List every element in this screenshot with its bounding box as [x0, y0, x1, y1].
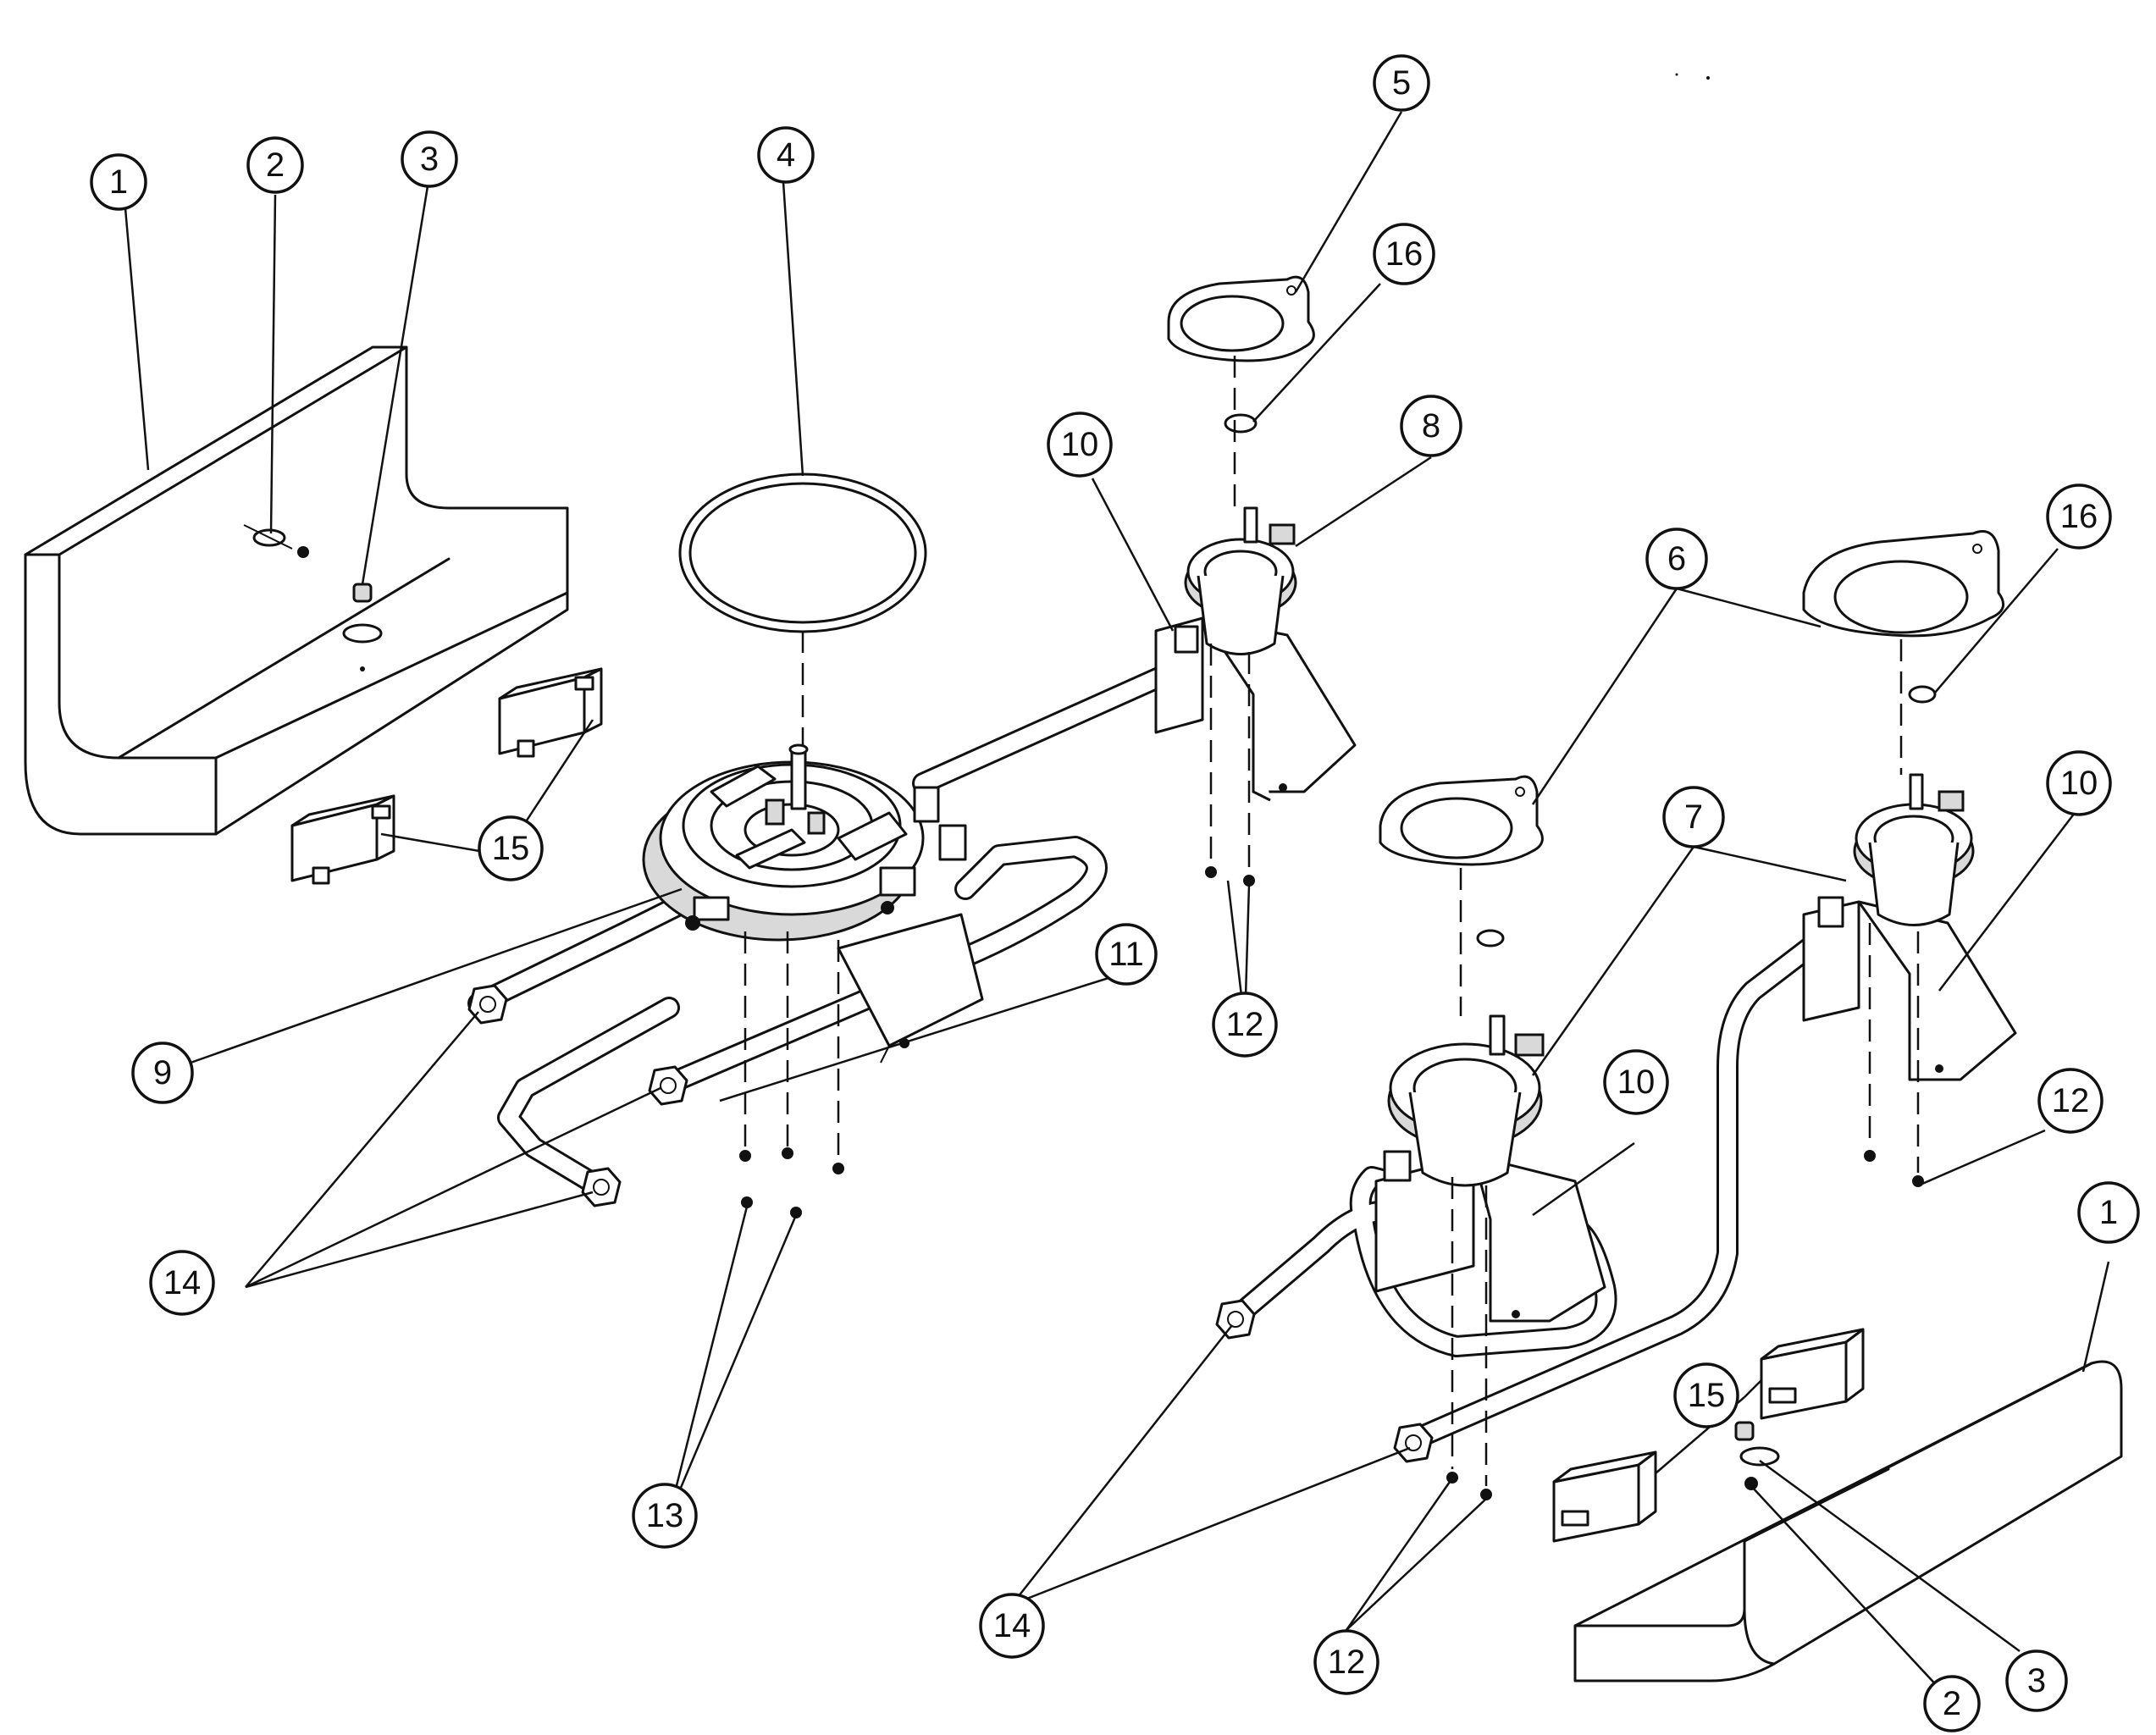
svg-text:1: 1	[2099, 1194, 2118, 1231]
nut-3	[648, 1065, 688, 1106]
callout-16-right: 16	[2046, 483, 2112, 550]
control-panel-left	[24, 345, 569, 836]
callout-7: 7	[1662, 786, 1725, 848]
svg-text:10: 10	[1061, 426, 1099, 463]
rear-far-right-burner-assembly	[1802, 773, 2017, 1081]
igniter-module-lower-left	[290, 794, 395, 885]
o-ring-far-right	[1908, 685, 1937, 704]
igniter-module-upper-right	[1760, 1328, 1865, 1420]
callout-3-right: 3	[2005, 1649, 2068, 1712]
gasket-far-right	[1802, 530, 2005, 638]
callout-6: 6	[1645, 528, 1708, 590]
gasket-front-right	[1379, 775, 1544, 866]
callout-12-upper: 12	[1212, 992, 1278, 1058]
callout-2-left: 2	[246, 136, 304, 194]
rear-right-burner-assembly	[1154, 506, 1357, 802]
svg-text:4: 4	[777, 136, 795, 174]
svg-text:8: 8	[1422, 407, 1440, 445]
callout-5: 5	[1373, 54, 1430, 112]
nut-4	[1215, 1299, 1256, 1340]
gasket-rear-right	[1167, 275, 1315, 362]
callout-14-right: 14	[979, 1593, 1045, 1659]
svg-text:5: 5	[1392, 64, 1411, 102]
svg-text:16: 16	[2060, 498, 2098, 535]
svg-text:3: 3	[2027, 1662, 2046, 1699]
screws	[739, 866, 1924, 1500]
callout-13: 13	[632, 1483, 698, 1549]
callout-16-upper: 16	[1373, 223, 1435, 285]
svg-text:1: 1	[109, 163, 128, 201]
igniter-module-lower-right	[1552, 1450, 1657, 1543]
svg-text:2: 2	[266, 146, 285, 184]
front-right-burner-assembly	[1374, 1014, 1606, 1323]
svg-text:10: 10	[1617, 1064, 1656, 1101]
svg-text:9: 9	[153, 1054, 172, 1091]
callout-11: 11	[1095, 923, 1158, 986]
svg-text:15: 15	[1688, 1377, 1726, 1414]
callout-12-lower: 12	[1313, 1629, 1379, 1695]
svg-text:16: 16	[1385, 235, 1424, 273]
o-ring-rear-right	[1224, 413, 1258, 434]
svg-text:6: 6	[1667, 540, 1686, 577]
callout-10-upper: 10	[1047, 412, 1113, 478]
callout-9: 9	[131, 1042, 194, 1104]
assembly-centerlines	[744, 356, 1920, 1486]
callout-14-left: 14	[149, 1250, 215, 1316]
callout-1-right: 1	[2077, 1181, 2140, 1244]
svg-text:12: 12	[2052, 1082, 2090, 1119]
svg-text:12: 12	[1226, 1006, 1264, 1043]
callout-15-right: 15	[1673, 1362, 1739, 1428]
callout-10-front: 10	[1603, 1049, 1669, 1115]
svg-text:12: 12	[1328, 1644, 1366, 1681]
callout-1-left: 1	[90, 153, 147, 211]
svg-text:10: 10	[2060, 765, 2098, 802]
callout-8: 8	[1400, 395, 1462, 457]
svg-text:3: 3	[420, 141, 439, 178]
callout-3-left: 3	[401, 130, 458, 188]
nut-5	[1393, 1423, 1434, 1463]
svg-text:2: 2	[1943, 1685, 1961, 1722]
o-ring-front-right	[1476, 929, 1505, 948]
svg-text:14: 14	[993, 1607, 1031, 1644]
svg-text:15: 15	[492, 830, 530, 867]
igniter-module-upper-left	[498, 667, 603, 758]
svg-text:7: 7	[1684, 798, 1703, 836]
callout-10-right: 10	[2046, 750, 2112, 816]
callout-12-right: 12	[2037, 1068, 2103, 1134]
fitting-nuts	[467, 984, 1434, 1463]
main-burner-assembly	[642, 743, 984, 1064]
svg-text:13: 13	[646, 1497, 684, 1534]
control-panel-right	[1573, 1360, 2123, 1683]
leader-lines	[124, 111, 2110, 1703]
large-burner-ring-gasket	[678, 472, 927, 633]
nut-2	[581, 1167, 622, 1207]
callout-2-right: 2	[1923, 1675, 1981, 1732]
svg-text:14: 14	[163, 1264, 202, 1301]
nut-1	[467, 984, 508, 1025]
svg-text:11: 11	[1108, 936, 1144, 973]
callout-4: 4	[757, 126, 815, 184]
callout-15-left: 15	[478, 815, 544, 881]
